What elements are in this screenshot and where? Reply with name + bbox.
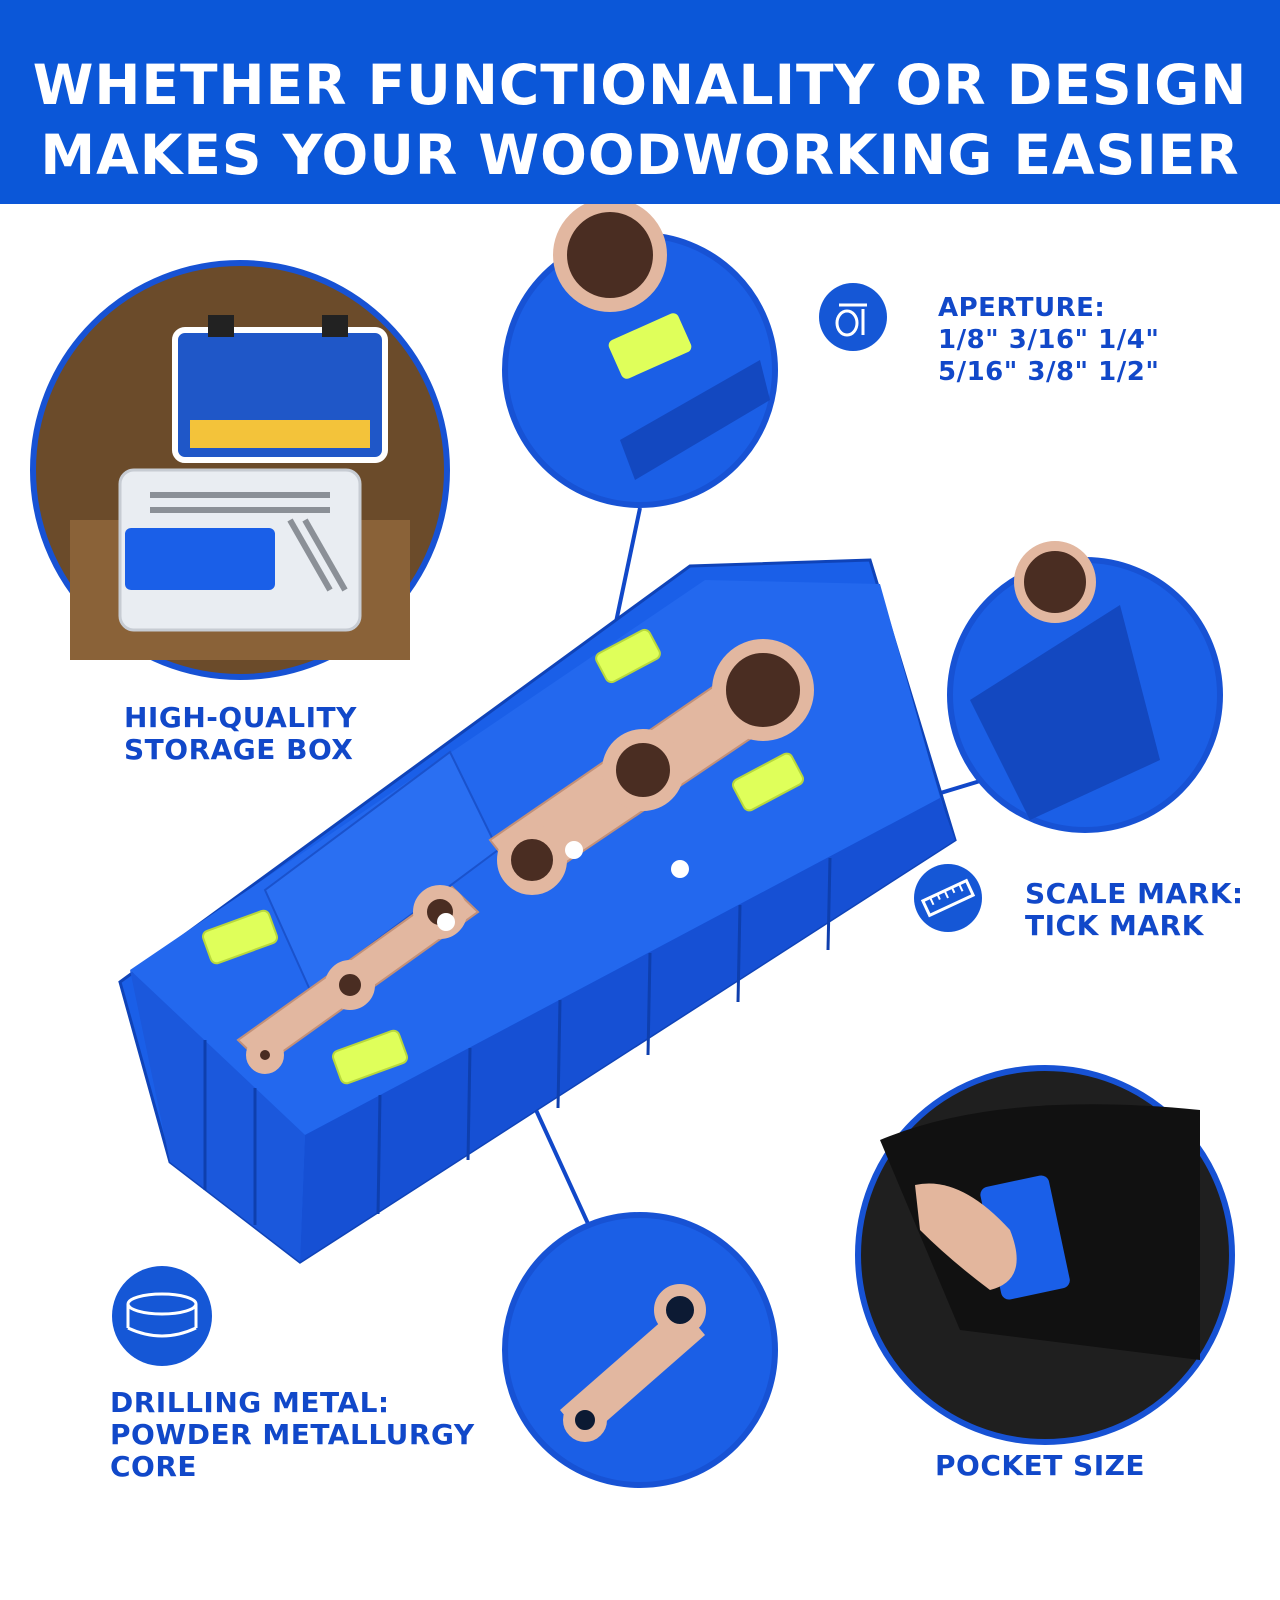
ruler-icon	[914, 864, 982, 932]
aperture-icon-svg	[835, 303, 867, 337]
cylinder-icon-svg	[126, 1292, 198, 1338]
pocket-size-circle	[855, 1065, 1235, 1445]
storage-box-line-1: HIGH-QUALITY	[124, 701, 357, 734]
drill-block	[118, 558, 957, 1264]
metal-core-zoom-circle	[502, 1212, 778, 1488]
scale-mark-label: SCALE MARK: TICK MARK	[1025, 878, 1244, 942]
drilling-metal-line-3: CORE	[110, 1450, 198, 1483]
drilling-metal-line-1: DRILLING METAL:	[110, 1386, 390, 1419]
storage-box-circle	[30, 260, 450, 680]
aperture-sizes-1: 1/8" 3/16" 1/4"	[938, 325, 1160, 355]
cylinder-icon	[112, 1266, 212, 1366]
aperture-zoom-circle	[502, 204, 778, 508]
scale-mark-line-2: TICK MARK	[1025, 909, 1204, 942]
ruler-icon-svg	[920, 878, 976, 918]
headline-line-1: WHETHER FUNCTIONALITY OR DESIGN	[32, 53, 1248, 117]
header-banner: WHETHER FUNCTIONALITY OR DESIGN MAKES YO…	[0, 0, 1280, 204]
scale-mark-line-1: SCALE MARK:	[1025, 877, 1244, 910]
drilling-metal-line-2: POWDER METALLURGY	[110, 1418, 475, 1451]
drill-guide-block-illustration	[30, 204, 1235, 1488]
aperture-icon	[819, 283, 887, 351]
pocket-size-line-1: POCKET SIZE	[935, 1449, 1146, 1482]
aperture-title: APERTURE:	[938, 293, 1106, 323]
drilling-metal-label: DRILLING METAL: POWDER METALLURGY CORE	[110, 1387, 475, 1483]
pocket-size-label: POCKET SIZE	[935, 1450, 1145, 1482]
storage-box-label: HIGH-QUALITY STORAGE BOX	[124, 702, 357, 766]
aperture-sizes-2: 5/16" 3/8" 1/2"	[938, 357, 1160, 387]
aperture-label: APERTURE: 1/8" 3/16" 1/4" 5/16" 3/8" 1/2…	[938, 292, 1159, 388]
scale-zoom-circle	[947, 541, 1223, 833]
headline-line-2: MAKES YOUR WOODWORKING EASIER	[40, 123, 1240, 187]
storage-box-line-2: STORAGE BOX	[124, 733, 354, 766]
headline: WHETHER FUNCTIONALITY OR DESIGN MAKES YO…	[0, 50, 1280, 190]
